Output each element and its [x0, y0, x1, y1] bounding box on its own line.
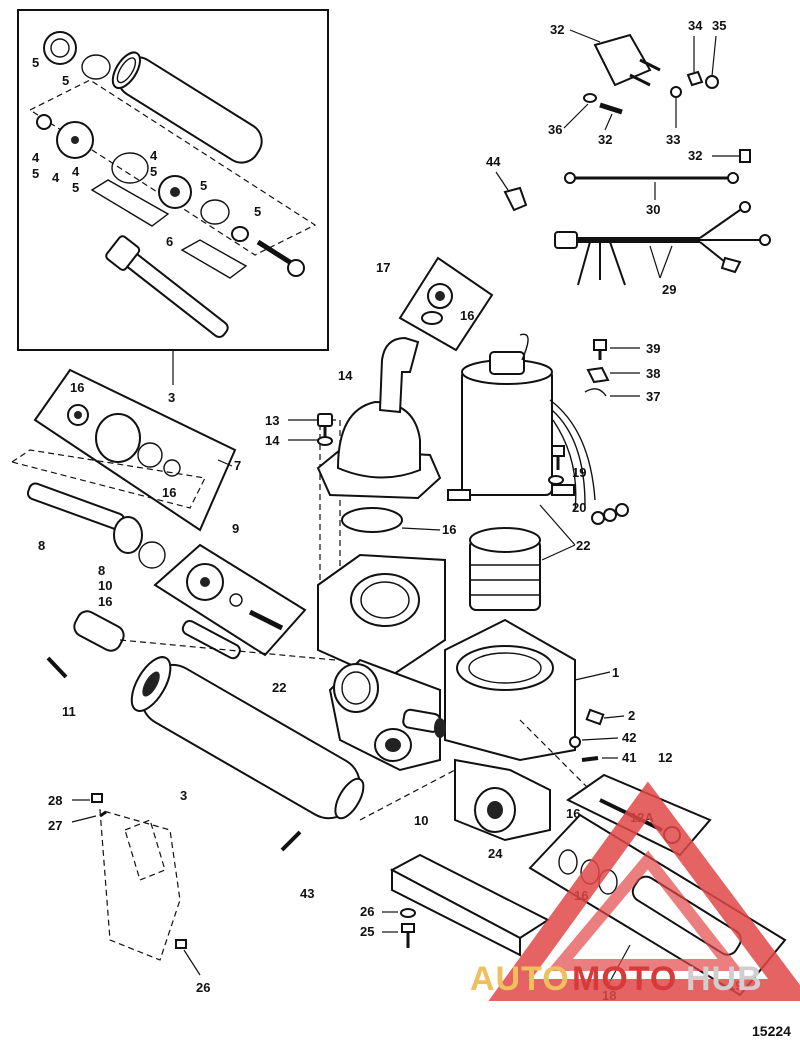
inset-label: 5 — [32, 55, 39, 70]
cylinder-inset-box: 5 5 4 5 4 4 5 4 5 5 6 5 — [17, 9, 329, 351]
callout-16: 16 — [70, 380, 84, 395]
callout-16: 16 — [460, 308, 474, 323]
callout-40: 39 — [646, 341, 660, 356]
callout-34: 33 — [666, 132, 680, 147]
callout-7: 7 — [234, 458, 241, 473]
mount-bracket-outline — [99, 809, 181, 961]
callout-8: 8 — [98, 563, 105, 578]
callout-33: 32 — [598, 132, 612, 147]
trim-cylinder-3 — [73, 610, 365, 820]
inset-label: 6 — [166, 234, 173, 249]
callout-39: 38 — [646, 366, 660, 381]
callout-12: 12 — [658, 750, 672, 765]
motor-22 — [447, 333, 629, 611]
callout-33: 32 — [688, 148, 702, 163]
callout-43: 42 — [622, 730, 636, 745]
plate-24 — [389, 853, 551, 957]
callout-22: 22 — [576, 538, 590, 553]
callout-41: 43 — [300, 886, 314, 901]
callout-30: 29 — [662, 282, 676, 297]
inset-label: 5 — [72, 180, 79, 195]
wire-harness-30 — [554, 201, 771, 286]
callout-27: 26 — [196, 980, 210, 995]
automotohub-watermark: AUTO MOTO HUB — [470, 781, 800, 1001]
inset-label: 4 — [52, 170, 60, 185]
solenoid-32 — [593, 33, 661, 87]
callout-16: 16 — [162, 485, 176, 500]
inset-label: 5 — [62, 73, 69, 88]
kit-9-box: 9 — [153, 521, 307, 657]
callout-36: 35 — [712, 18, 726, 33]
callout-35: 34 — [688, 18, 703, 33]
callout-9: 9 — [232, 521, 239, 536]
inset-label: 5 — [254, 204, 261, 219]
callout-3: 3 — [180, 788, 187, 803]
callout-42: 41 — [622, 750, 636, 765]
kit-17-box — [398, 256, 494, 352]
callout-38: 37 — [646, 389, 660, 404]
callout-23: 22 — [272, 680, 286, 695]
callout-20: 19 — [572, 465, 586, 480]
callout-1: 1 — [612, 665, 619, 680]
callout-8: 8 — [38, 538, 45, 553]
inset-label: 5 — [32, 166, 39, 181]
callout-10: 10 — [414, 813, 428, 828]
callout-13: 13 — [265, 413, 279, 428]
callout-10: 10 — [98, 578, 112, 593]
callout-2: 2 — [628, 708, 635, 723]
callout-16: 16 — [98, 594, 112, 609]
callout-26: 26 — [360, 904, 374, 919]
callout-32: 32 — [550, 22, 564, 37]
piston-rod-8 — [26, 482, 166, 569]
inset-label: 4 — [150, 148, 158, 163]
watermark-moto: MOTO — [572, 960, 677, 998]
inset-label: 4 — [72, 164, 80, 179]
callout-28: 27 — [48, 818, 62, 833]
callout-29: 28 — [48, 793, 62, 808]
figure-number: 15224 — [752, 1023, 791, 1039]
watermark-auto: AUTO — [470, 960, 570, 998]
pump-body-1 — [317, 419, 576, 842]
inset-label: 4 — [32, 150, 40, 165]
callout-17: 17 — [376, 260, 390, 275]
callout-31: 30 — [646, 202, 660, 217]
callout-3: 3 — [168, 390, 175, 405]
callout-21: 20 — [572, 500, 586, 515]
watermark-hub: HUB — [686, 960, 763, 998]
reservoir-15 — [316, 336, 442, 533]
callout-16: 16 — [442, 522, 456, 537]
callout-25: 25 — [360, 924, 374, 939]
inset-label: 5 — [200, 178, 207, 193]
callout-37: 36 — [548, 122, 562, 137]
kit-7-box: 16 16 7 — [33, 368, 241, 532]
callout-11: 11 — [62, 704, 76, 719]
callout-24: 24 — [488, 846, 503, 861]
callout-44: 44 — [486, 154, 501, 169]
callout-15: 14 — [338, 368, 353, 383]
callout-14: 14 — [265, 433, 280, 448]
inset-label: 5 — [150, 164, 157, 179]
